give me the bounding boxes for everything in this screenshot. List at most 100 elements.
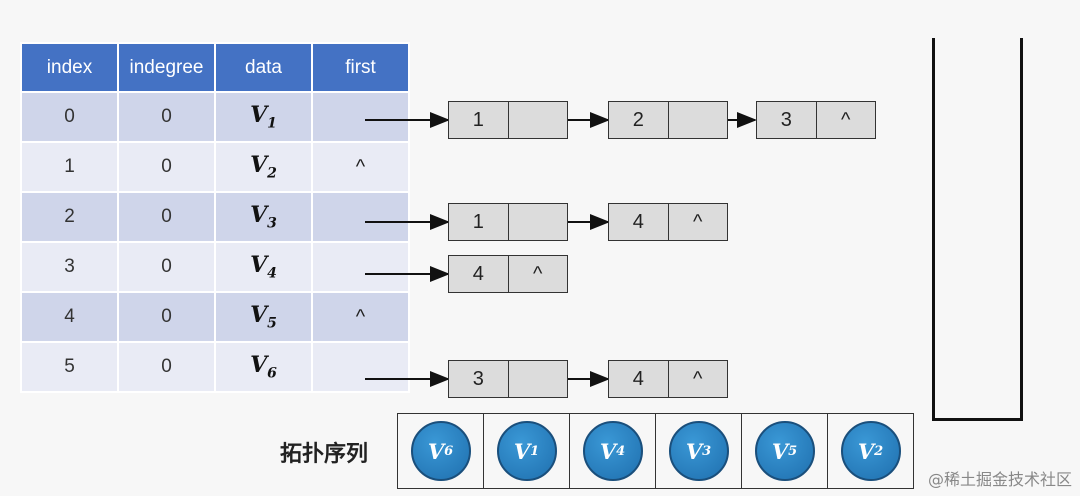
indegree-cell: 0	[117, 291, 216, 343]
adjvex-cell: 1	[472, 210, 484, 233]
next-cell	[507, 204, 568, 240]
adjvex-cell: 4	[632, 367, 644, 390]
edge-node: 2	[608, 101, 728, 139]
ball-subscript: 5	[788, 443, 798, 459]
vertex-symbol: V	[250, 202, 268, 229]
indegree-cell: 0	[117, 141, 216, 193]
edge-node: 1	[448, 101, 568, 139]
next-cell	[507, 102, 568, 138]
adjvex-cell: 1	[472, 108, 484, 131]
table-row: 4 0 V5 ^	[20, 291, 410, 343]
data-cell: V6	[214, 341, 313, 393]
next-cell	[667, 102, 728, 138]
adjvex-cell: 4	[632, 210, 644, 233]
vertex-subscript: 5	[267, 315, 277, 332]
header-data: data	[214, 42, 313, 93]
vertex-symbol: V	[250, 152, 268, 179]
ball-subscript: 2	[874, 443, 884, 459]
vertex-subscript: 1	[267, 115, 277, 132]
table-header-row: index indegree data first	[20, 42, 410, 93]
ball-symbol: V	[599, 438, 617, 464]
data-cell: V3	[214, 191, 313, 243]
edge-node: 3 ^	[756, 101, 876, 139]
table-row: 2 0 V3	[20, 191, 410, 243]
ball-symbol: V	[857, 438, 875, 464]
edge-node: 3	[448, 360, 568, 398]
ball-subscript: 1	[530, 443, 540, 459]
edge-node: 4 ^	[448, 255, 568, 293]
header-index: index	[20, 42, 119, 93]
vertex-symbol: V	[250, 302, 268, 329]
vertex-symbol: V	[250, 252, 268, 279]
vertex-subscript: 4	[267, 265, 277, 282]
sequence-label: 拓扑序列	[280, 442, 369, 467]
first-cell	[311, 341, 410, 393]
table-row: 0 0 V1	[20, 91, 410, 143]
ball-symbol: V	[685, 438, 703, 464]
first-cell	[311, 191, 410, 243]
data-cell: V1	[214, 91, 313, 143]
adjvex-cell: 3	[780, 108, 792, 131]
stack-container	[932, 38, 1023, 421]
indegree-cell: 0	[117, 91, 216, 143]
vertex-table: index indegree data first 0 0 V1 1 0 V2 …	[20, 42, 410, 393]
watermark: @稀土掘金技术社区	[927, 470, 1072, 489]
adjvex-cell: 3	[472, 367, 484, 390]
adjvex-cell: 4	[472, 262, 484, 285]
indegree-cell: 0	[117, 191, 216, 243]
next-cell: ^	[667, 204, 728, 240]
header-first: first	[311, 42, 410, 93]
index-cell: 5	[20, 341, 119, 393]
edge-node: 4 ^	[608, 360, 728, 398]
header-indegree: indegree	[117, 42, 216, 93]
ball-subscript: 4	[616, 443, 626, 459]
data-cell: V5	[214, 291, 313, 343]
vertex-subscript: 6	[267, 365, 277, 382]
index-cell: 2	[20, 191, 119, 243]
table-row: 1 0 V2 ^	[20, 141, 410, 193]
ball-subscript: 3	[702, 443, 712, 459]
edge-node: 1	[448, 203, 568, 241]
ball-symbol: V	[513, 438, 531, 464]
vertex-symbol: V	[250, 102, 268, 129]
next-cell	[507, 361, 568, 397]
index-cell: 0	[20, 91, 119, 143]
index-cell: 4	[20, 291, 119, 343]
indegree-cell: 0	[117, 341, 216, 393]
vertex-symbol: V	[250, 352, 268, 379]
table-row: 3 0 V4	[20, 241, 410, 293]
edge-node: 4 ^	[608, 203, 728, 241]
index-cell: 1	[20, 141, 119, 193]
indegree-cell: 0	[117, 241, 216, 293]
first-cell	[311, 91, 410, 143]
ball-symbol: V	[427, 438, 445, 464]
adjvex-cell: 2	[632, 108, 644, 131]
next-cell: ^	[667, 361, 728, 397]
ball-symbol: V	[771, 438, 789, 464]
next-cell: ^	[507, 256, 568, 292]
vertex-subscript: 2	[267, 165, 277, 182]
table-row: 5 0 V6	[20, 341, 410, 393]
index-cell: 3	[20, 241, 119, 293]
next-cell: ^	[815, 102, 876, 138]
first-cell: ^	[311, 141, 410, 193]
first-cell	[311, 241, 410, 293]
ball-subscript: 6	[444, 443, 454, 459]
data-cell: V4	[214, 241, 313, 293]
vertex-subscript: 3	[267, 215, 277, 232]
first-cell: ^	[311, 291, 410, 343]
data-cell: V2	[214, 141, 313, 193]
